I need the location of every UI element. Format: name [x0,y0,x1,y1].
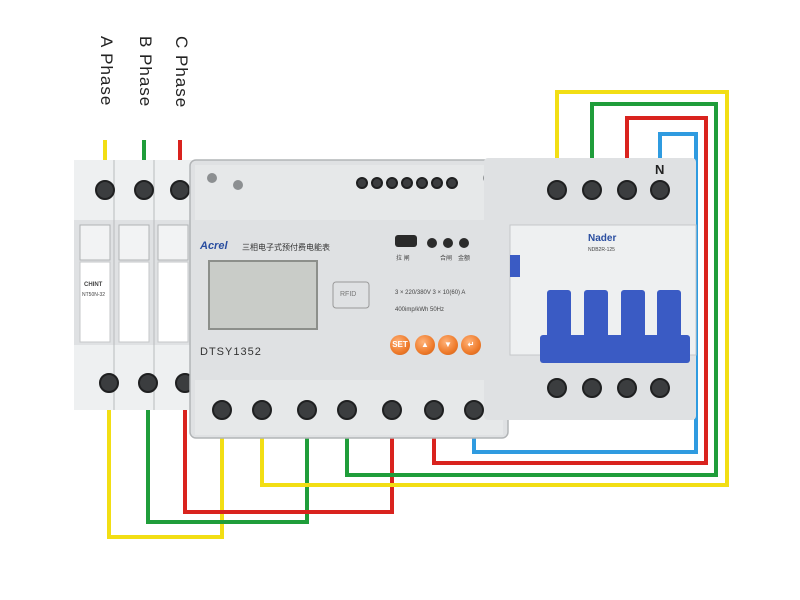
neutral-label: N [655,162,665,177]
phase-c-label: C Phase [172,36,191,109]
left-breaker [74,160,196,410]
meter-name: 三相电子式预付费电能表 [242,243,330,252]
wire-a-load-top [555,90,729,475]
wire-b-load-top [590,102,718,465]
meter-model: DTSY1352 [200,346,262,358]
phase-a-label: A Phase [97,36,116,107]
phase-b-label: B Phase [136,36,155,108]
wire-c-bottom [183,395,394,514]
meter-indicator-3: 金额 [458,256,471,262]
meter-set-button[interactable]: SET [390,335,410,355]
meter-down-button[interactable]: ▼ [438,335,458,355]
meter-enter-button[interactable]: ↵ [461,335,481,355]
breaker-handles [540,290,690,363]
meter-bottom-terminals [212,400,484,420]
right-breaker-model: NDB2R-125 [588,247,615,253]
meter-indicator-1: 拉 闸 [396,256,410,262]
left-breaker-brand: CHINT [84,282,103,288]
left-breaker-model: NT50N-32 [82,292,106,298]
meter-constant: 400imp/kWh 50Hz [395,307,445,313]
meter-card-symbol: RFID [340,291,357,298]
meter-indicator-2: 合闸 [440,256,453,262]
wire-a-bottom [107,395,224,539]
right-breaker-brand: Nader [588,233,617,244]
meter-rating: 3 × 220/380V 3 × 10(60) A [395,290,466,296]
meter-lcd [208,260,318,330]
wire-b-out [345,415,718,477]
meter-comm-terminals [356,177,458,189]
wire-a-out [260,415,729,487]
energy-meter [189,159,509,439]
meter-brand: Acrel [200,240,228,252]
meter-up-button[interactable]: ▲ [415,335,435,355]
wire-c-load-top [625,116,708,455]
right-breaker [484,158,697,420]
wire-b-bottom [146,395,309,524]
wire-c-out [432,415,708,465]
